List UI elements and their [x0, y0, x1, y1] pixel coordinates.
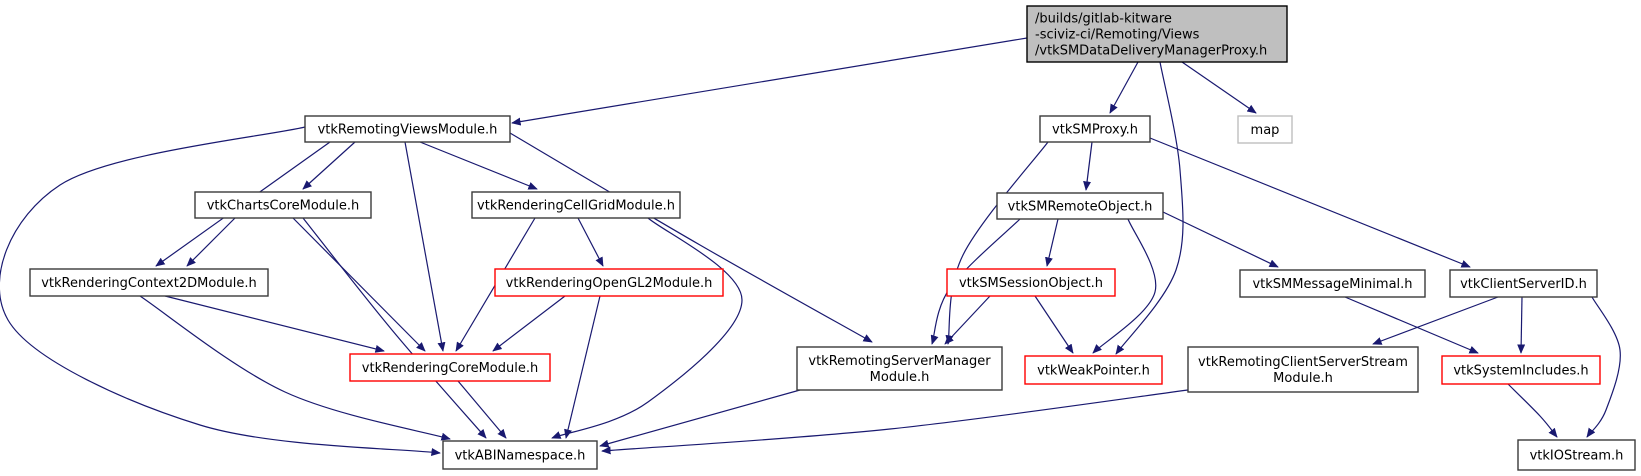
node-box-iostream	[1517, 439, 1636, 471]
node-box-main	[1026, 5, 1288, 63]
node-box-clientserverid	[1449, 269, 1598, 298]
node-box-cellgrid	[471, 191, 681, 219]
edge-charts-to-rendercore	[292, 217, 426, 352]
edge-systemincludes-to-iostream	[1507, 383, 1558, 438]
edge-cellgrid-to-opengl2	[577, 217, 604, 267]
node-box-charts	[194, 191, 372, 219]
node-label-abinamespace-line0: vtkABINamespace.h	[455, 449, 586, 464]
node-box-smproxy	[1039, 115, 1151, 143]
node-label-clientserverstream-line1: Module.h	[1273, 371, 1333, 386]
edge-smremote-to-weakpointer	[1092, 218, 1157, 354]
node-label-servermanager-line0: vtkRemotingServerManager	[808, 354, 991, 369]
node-label-smremote-line0: vtkSMRemoteObject.h	[1008, 200, 1153, 215]
node-box-ctx2d	[29, 268, 269, 297]
node-label-main-line0: /builds/gitlab-kitware	[1035, 12, 1172, 27]
node-label-cellgrid-line0: vtkRenderingCellGridModule.h	[477, 199, 675, 214]
node-box-map	[1237, 115, 1293, 144]
edge-clientserverid-to-clientserverstream	[1372, 296, 1499, 345]
node-abinamespace[interactable]: vtkABINamespace.h	[442, 440, 598, 470]
node-weakpointer[interactable]: vtkWeakPointer.h	[1024, 355, 1163, 385]
node-main[interactable]: /builds/gitlab-kitware-sciviz-ci/Remotin…	[1026, 5, 1288, 63]
edge-clientserverstream-to-abinamespace	[601, 389, 1189, 455]
node-label-charts-line0: vtkChartsCoreModule.h	[207, 199, 360, 214]
node-label-main-line2: /vtkSMDataDeliveryManagerProxy.h	[1035, 44, 1267, 59]
edge-opengl2-to-abinamespace	[564, 295, 601, 439]
node-msgminimal[interactable]: vtkSMMessageMinimal.h	[1239, 269, 1426, 298]
edge-views-to-servermanager	[509, 132, 873, 343]
node-systemincludes[interactable]: vtkSystemIncludes.h	[1441, 355, 1601, 385]
edge-smremote-to-msgminimal	[1162, 211, 1279, 268]
edge-clientserverid-to-iostream	[1586, 296, 1621, 438]
node-box-systemincludes	[1441, 355, 1601, 385]
edge-views-to-cellgrid	[419, 141, 538, 190]
node-box-weakpointer	[1024, 355, 1163, 385]
node-clientserverid[interactable]: vtkClientServerID.h	[1449, 269, 1598, 298]
node-iostream[interactable]: vtkIOStream.h	[1517, 439, 1636, 471]
node-box-servermanager	[796, 346, 1003, 391]
edge-smsession-to-weakpointer	[1034, 295, 1074, 354]
node-smremote[interactable]: vtkSMRemoteObject.h	[996, 192, 1164, 220]
node-charts[interactable]: vtkChartsCoreModule.h	[194, 191, 372, 219]
edge-rendercore-to-abinamespace	[457, 380, 507, 439]
edge-servermanager-to-abinamespace	[599, 389, 801, 448]
edge-ctx2d-to-rendercore	[164, 295, 385, 353]
edge-main-to-smproxy	[1109, 61, 1139, 114]
node-label-main-line1: -sciviz-ci/Remoting/Views	[1035, 28, 1200, 43]
edge-charts-to-ctx2d	[186, 217, 236, 267]
edge-main-to-views	[511, 37, 1028, 126]
node-label-smsession-line0: vtkSMSessionObject.h	[959, 276, 1103, 291]
edge-smproxy-to-servermanager	[945, 141, 1049, 345]
node-layer: /builds/gitlab-kitware-sciviz-ci/Remotin…	[29, 5, 1636, 471]
node-label-ctx2d-line0: vtkRenderingContext2DModule.h	[41, 276, 257, 291]
edge-msgminimal-to-systemincludes	[1344, 296, 1479, 354]
node-label-clientserverstream-line0: vtkRemotingClientServerStream	[1198, 355, 1408, 370]
node-box-clientserverstream	[1187, 346, 1419, 393]
edge-views-to-charts	[302, 141, 356, 190]
node-box-smremote	[996, 192, 1164, 220]
node-box-opengl2	[494, 268, 724, 297]
edge-charts-to-abinamespace	[302, 217, 487, 439]
edge-layer	[0, 37, 1621, 456]
node-box-smsession	[946, 268, 1116, 297]
node-label-views-line0: vtkRemotingViewsModule.h	[318, 123, 498, 138]
edge-main-to-map	[1181, 61, 1257, 114]
edge-opengl2-to-rendercore	[492, 295, 566, 352]
edge-views-to-abinamespace	[0, 126, 441, 456]
edge-cellgrid-to-abinamespace	[551, 217, 743, 439]
node-label-clientserverid-line0: vtkClientServerID.h	[1460, 277, 1587, 292]
edge-ctx2d-to-abinamespace	[139, 295, 451, 441]
node-smproxy[interactable]: vtkSMProxy.h	[1039, 115, 1151, 143]
node-label-map-line0: map	[1251, 123, 1280, 138]
edge-smsession-to-servermanager	[944, 295, 991, 345]
node-label-weakpointer-line0: vtkWeakPointer.h	[1037, 364, 1150, 379]
node-map: map	[1237, 115, 1293, 144]
node-views[interactable]: vtkRemotingViewsModule.h	[304, 115, 511, 143]
node-label-servermanager-line1: Module.h	[870, 370, 930, 385]
node-cellgrid[interactable]: vtkRenderingCellGridModule.h	[471, 191, 681, 219]
edge-views-to-rendercore	[404, 141, 446, 352]
node-label-rendercore-line0: vtkRenderingCoreModule.h	[362, 361, 538, 376]
node-smsession[interactable]: vtkSMSessionObject.h	[946, 268, 1116, 297]
node-opengl2[interactable]: vtkRenderingOpenGL2Module.h	[494, 268, 724, 297]
node-ctx2d[interactable]: vtkRenderingContext2DModule.h	[29, 268, 269, 297]
node-label-smproxy-line0: vtkSMProxy.h	[1052, 123, 1138, 138]
node-box-abinamespace	[442, 440, 598, 470]
node-label-iostream-line0: vtkIOStream.h	[1530, 449, 1624, 464]
node-box-msgminimal	[1239, 269, 1426, 298]
node-label-opengl2-line0: vtkRenderingOpenGL2Module.h	[506, 276, 713, 291]
edge-clientserverid-to-systemincludes	[1517, 296, 1526, 354]
node-label-systemincludes-line0: vtkSystemIncludes.h	[1453, 364, 1588, 379]
edge-smproxy-to-smremote	[1083, 141, 1093, 191]
node-box-views	[304, 115, 511, 143]
edge-smproxy-to-clientserverid	[1149, 137, 1471, 268]
node-rendercore[interactable]: vtkRenderingCoreModule.h	[349, 353, 551, 382]
node-label-msgminimal-line0: vtkSMMessageMinimal.h	[1252, 277, 1412, 292]
edge-smremote-to-smsession	[1045, 218, 1059, 267]
node-box-rendercore	[349, 353, 551, 382]
